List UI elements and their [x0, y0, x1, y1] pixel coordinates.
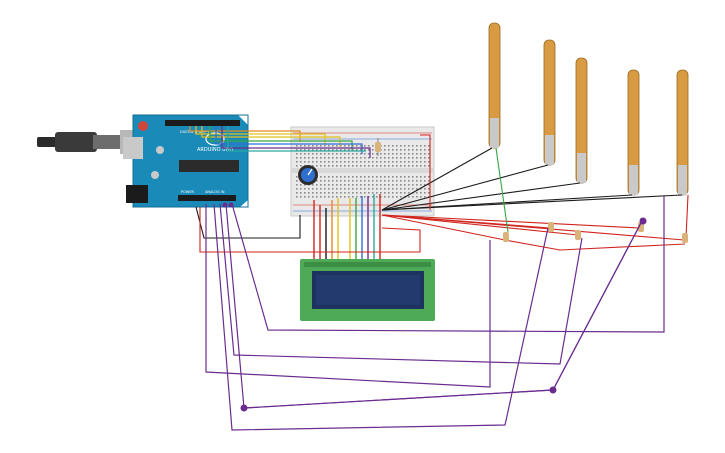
- flex-sensor-3[interactable]: [575, 57, 588, 184]
- signal-wires: [189, 126, 371, 158]
- microcontroller-chip: [179, 160, 239, 172]
- board-brand: ARDUINO: [197, 147, 221, 153]
- wire-junctions: [222, 202, 647, 412]
- sensor-resistors: [503, 222, 688, 243]
- flex-sensor-4[interactable]: [627, 69, 640, 196]
- ground-wires: [195, 147, 683, 239]
- usb-port: [123, 137, 143, 159]
- power-header-label: POWER: [181, 190, 195, 194]
- reset-button-icon[interactable]: [138, 121, 148, 131]
- breadboard-holes: [296, 145, 430, 198]
- usb-cable: [37, 130, 136, 154]
- green-sensor-wire: [495, 147, 509, 233]
- potentiometer[interactable]: [298, 165, 318, 185]
- analog-wires: [205, 196, 665, 431]
- flex-sensors: [488, 22, 689, 196]
- arduino-logo-icon: [205, 132, 225, 146]
- analog-header-label: ANALOG IN: [205, 190, 225, 194]
- breadboard-resistor: [375, 138, 381, 156]
- red-wires: [199, 134, 689, 253]
- flex-sensor-2[interactable]: [543, 39, 556, 166]
- flex-sensor-1[interactable]: [488, 22, 501, 149]
- digital-header-label: DIGITAL (PWM~): [180, 130, 210, 134]
- arduino-board[interactable]: ARDUINO UNO POWER ANALOG IN DIGITAL (PWM…: [123, 114, 249, 208]
- power-jack: [126, 185, 148, 203]
- analog-power-header: [178, 195, 236, 201]
- lcd-module[interactable]: [300, 259, 435, 321]
- flex-sensor-5[interactable]: [676, 69, 689, 196]
- digital-header: [165, 120, 240, 126]
